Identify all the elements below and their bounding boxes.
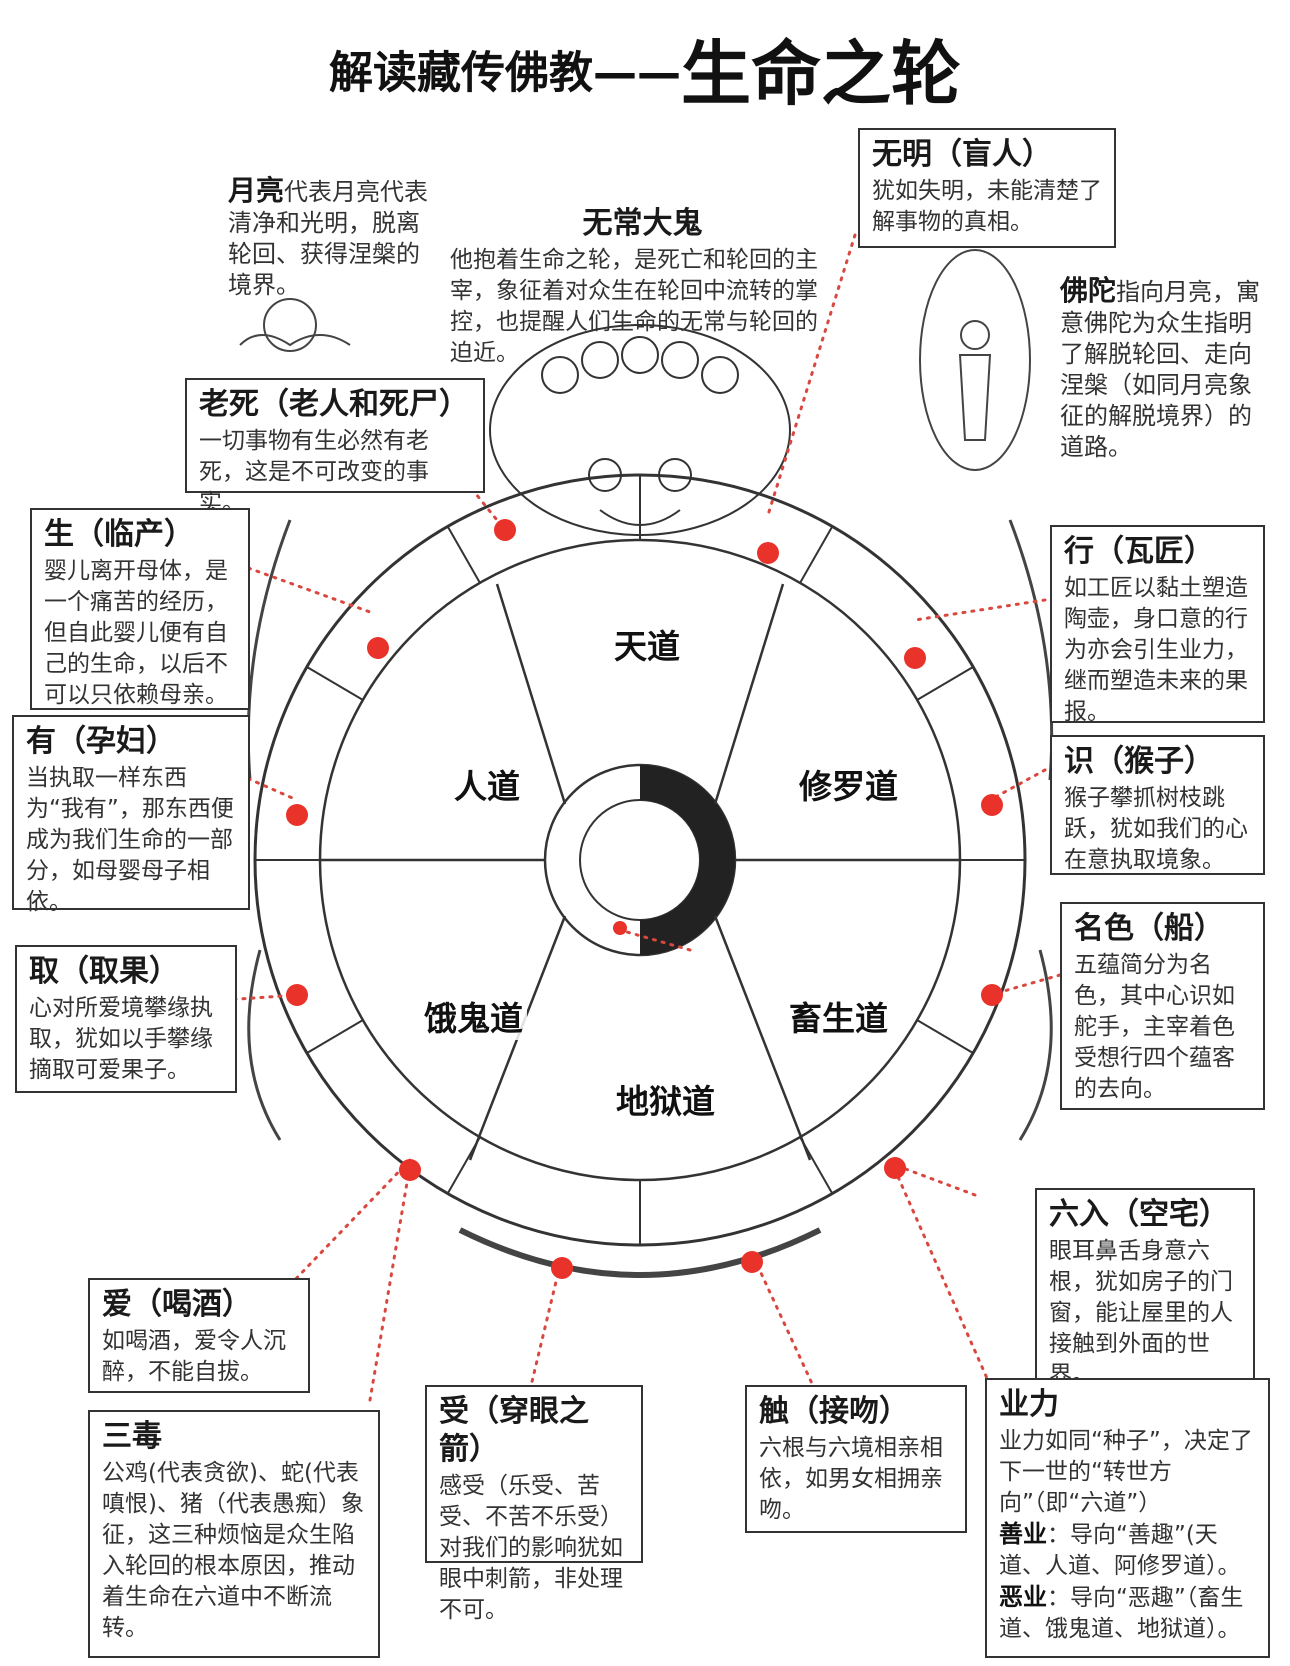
birth-title: 生（临产）	[44, 517, 194, 552]
feeling-title: 受（穿眼之箭）	[439, 1394, 589, 1467]
realm-hell: 地狱道	[612, 1075, 719, 1123]
impermanence-text: 他抱着生命之轮，是死亡和轮回的主宰，象征着对众生在轮回中流转的掌控，也提醒人们生…	[450, 247, 818, 366]
aging-box: 老死（老人和死尸） 一切事物有生必然有老死，这是不可改变的事实。	[185, 378, 485, 516]
buddha-note: 佛陀指向月亮，寓意佛陀为众生指明了解脱轮回、走向涅槃（如同月亮象征的解脱境界）的…	[1060, 275, 1265, 463]
position-markers	[286, 519, 1003, 1279]
grasping-box: 取（取果） 心对所爱境攀缘执取，犹如以手攀缘摘取可爱果子。	[15, 945, 237, 1093]
marker-craving	[399, 1159, 421, 1181]
rim-dividers	[255, 475, 1025, 1245]
hub-dark-half	[640, 765, 735, 955]
threepoisons-text: 公鸡(代表贪欲)、蛇(代表嗔恨)、猪（代表愚痴）象征，这三种烦恼是众生陷入轮回的…	[102, 1460, 364, 1641]
namerupa-box: 名色（船） 五蕴简分为名色，其中心识如舵手，主宰着色受想行四个蕴客的去向。	[1060, 902, 1265, 1110]
moon-title: 月亮	[228, 174, 285, 207]
marker-feeling	[551, 1257, 573, 1279]
marker-formation	[904, 647, 926, 669]
karma-good: 善业：导向“善趣”(天道、人道、阿修罗道）。	[999, 1519, 1256, 1582]
grasping-title: 取（取果）	[29, 954, 179, 989]
aging-text: 一切事物有生必然有老死，这是不可改变的事实。	[199, 428, 429, 516]
marker-birth	[367, 637, 389, 659]
sixsense-box: 六入（空宅） 眼耳鼻舌身意六根，犹如房子的门窗，能让屋里的人接触到外面的世界。	[1035, 1188, 1255, 1388]
moon-text: 代表月亮代表清净和光明，脱离轮回、获得涅槃的境界。	[228, 178, 429, 299]
marker-consciousness	[981, 794, 1003, 816]
consciousness-text: 猴子攀抓树枝跳跃，犹如我们的心在意执取境象。	[1064, 785, 1248, 873]
leader-lines	[223, 233, 1062, 1402]
craving-text: 如喝酒，爱令人沉醉，不能自拔。	[102, 1328, 286, 1385]
demon-head-icon	[489, 324, 791, 536]
karma-good-text: ：导向“善趣”(天道、人道、阿修罗道）。	[999, 1522, 1241, 1579]
ignorance-box: 无明（盲人） 犹如失明，未能清楚了解事物的真相。	[858, 128, 1116, 248]
three-poisons-box: 三毒 公鸡(代表贪欲)、蛇(代表嗔恨)、猪（代表愚痴）象征，这三种烦恼是众生陷入…	[88, 1410, 380, 1658]
consciousness-title: 识（猴子）	[1064, 744, 1214, 779]
karma-title: 业力	[999, 1387, 1059, 1422]
craving-box: 爱（喝酒） 如喝酒，爱令人沉醉，不能自拔。	[88, 1278, 310, 1393]
birth-text: 婴儿离开母体，是一个痛苦的经历，但自此婴儿便有自己的生命，以后不可以只依赖母亲。	[44, 558, 228, 708]
moon-note: 月亮代表月亮代表清净和光明，脱离轮回、获得涅槃的境界。	[228, 175, 428, 301]
formation-text: 如工匠以黏土塑造陶壶，身口意的行为亦会引生业力，继而塑造未来的果报。	[1064, 575, 1248, 725]
karma-bad-label: 恶业	[999, 1583, 1047, 1611]
realm-animal: 畜生道	[785, 992, 892, 1040]
page-title: 解读藏传佛教——生命之轮	[0, 18, 1290, 119]
craving-title: 爱（喝酒）	[102, 1287, 252, 1322]
sixsense-text: 眼耳鼻舌身意六根，犹如房子的门窗，能让屋里的人接触到外面的世界。	[1049, 1238, 1233, 1388]
marker-ignorance	[757, 542, 779, 564]
marker-sixsense	[884, 1157, 906, 1179]
title-main: 生命之轮	[681, 33, 961, 115]
grasping-text: 心对所爱境攀缘执取，犹如以手攀缘摘取可爱果子。	[29, 995, 213, 1083]
wheel-spokes	[320, 583, 960, 1161]
namerupa-text: 五蕴简分为名色，其中心识如舵手，主宰着色受想行四个蕴客的去向。	[1074, 952, 1235, 1102]
title-prefix: 解读藏传佛教——	[329, 47, 681, 99]
birth-box: 生（临产） 婴儿离开母体，是一个痛苦的经历，但自此婴儿便有自己的生命，以后不可以…	[30, 508, 250, 710]
aging-title: 老死（老人和死尸）	[199, 387, 469, 422]
marker-aging	[494, 519, 516, 541]
contact-box: 触（接吻） 六根与六境相亲相依，如男女相拥亲吻。	[745, 1385, 967, 1533]
buddha-icon	[919, 249, 1031, 471]
moon-icon	[239, 298, 351, 352]
realm-ghost: 饿鬼道	[420, 992, 527, 1040]
threepoisons-title: 三毒	[102, 1419, 162, 1454]
impermanence-note: 无常大鬼 他抱着生命之轮，是死亡和轮回的主宰，象征着对众生在轮回中流转的掌控，也…	[450, 205, 835, 369]
feeling-text: 感受（乐受、苦受、不苦不乐受）对我们的影响犹如眼中刺箭，非处理不可。	[439, 1473, 623, 1623]
karma-bad-text: ：导向“恶趣”（畜生道、饿鬼道、地狱道）。	[999, 1585, 1244, 1642]
contact-title: 触（接吻）	[759, 1394, 909, 1429]
becoming-text: 当执取一样东西为“我有”，那东西便成为我们生命的一部分，如母婴母子相依。	[26, 765, 234, 915]
sixsense-title: 六入（空宅）	[1049, 1197, 1229, 1232]
buddha-title: 佛陀	[1060, 274, 1117, 307]
contact-text: 六根与六境相亲相依，如男女相拥亲吻。	[759, 1435, 943, 1523]
realm-heaven: 天道	[610, 620, 684, 668]
namerupa-title: 名色（船）	[1074, 911, 1224, 946]
realm-asura: 修罗道	[795, 760, 902, 808]
buddha-text: 指向月亮，寓意佛陀为众生指明了解脱轮回、走向涅槃（如同月亮象征的解脱境界）的道路…	[1060, 278, 1261, 461]
becoming-title: 有（孕妇）	[26, 724, 176, 759]
feeling-box: 受（穿眼之箭） 感受（乐受、苦受、不苦不乐受）对我们的影响犹如眼中刺箭，非处理不…	[425, 1385, 643, 1623]
ignorance-text: 犹如失明，未能清楚了解事物的真相。	[872, 178, 1102, 235]
formation-box: 行（瓦匠） 如工匠以黏土塑造陶壶，身口意的行为亦会引生业力，继而塑造未来的果报。	[1050, 525, 1265, 725]
consciousness-box: 识（猴子） 猴子攀抓树枝跳跃，犹如我们的心在意执取境象。	[1050, 735, 1265, 875]
marker-namerupa	[981, 984, 1003, 1006]
marker-grasping	[286, 984, 308, 1006]
karma-box: 业力 业力如同“种子”，决定了下一世的“转世方向”（即“六道”） 善业：导向“善…	[985, 1378, 1270, 1658]
formation-title: 行（瓦匠）	[1064, 534, 1214, 569]
karma-bad: 恶业：导向“恶趣”（畜生道、饿鬼道、地狱道）。	[999, 1582, 1256, 1645]
karma-good-label: 善业	[999, 1520, 1047, 1548]
marker-becoming	[286, 804, 308, 826]
ignorance-title: 无明（盲人）	[872, 137, 1052, 172]
becoming-box: 有（孕妇） 当执取一样东西为“我有”，那东西便成为我们生命的一部分，如母婴母子相…	[12, 715, 250, 915]
impermanence-title: 无常大鬼	[582, 206, 703, 241]
marker-hub	[613, 921, 627, 935]
realm-human: 人道	[450, 760, 524, 808]
karma-text: 业力如同“种子”，决定了下一世的“转世方向”（即“六道”）	[999, 1428, 1253, 1516]
marker-contact	[741, 1251, 763, 1273]
